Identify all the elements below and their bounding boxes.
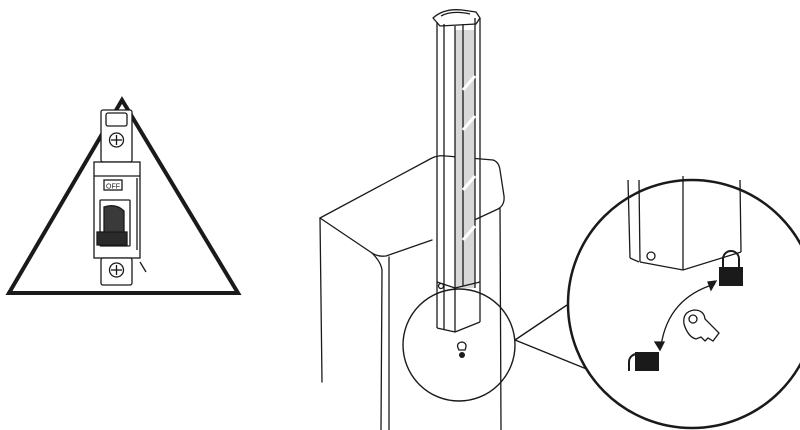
cabinet <box>319 155 505 430</box>
breaker-handle <box>96 231 128 246</box>
zoom-leader-lines <box>514 304 595 373</box>
keyhole-icon <box>456 341 467 351</box>
rotate-arrow-icon <box>653 280 718 352</box>
warning-panel: OFF <box>5 96 242 295</box>
detail-circle-small <box>402 288 516 402</box>
breaker-switch-label: OFF <box>106 184 120 191</box>
circuit-breaker-icon <box>93 109 147 286</box>
lock-icon <box>719 250 743 286</box>
detail-circle-large <box>566 176 800 430</box>
cable-channel <box>432 9 481 333</box>
key-icon <box>683 309 720 342</box>
unlock-icon <box>628 352 659 371</box>
